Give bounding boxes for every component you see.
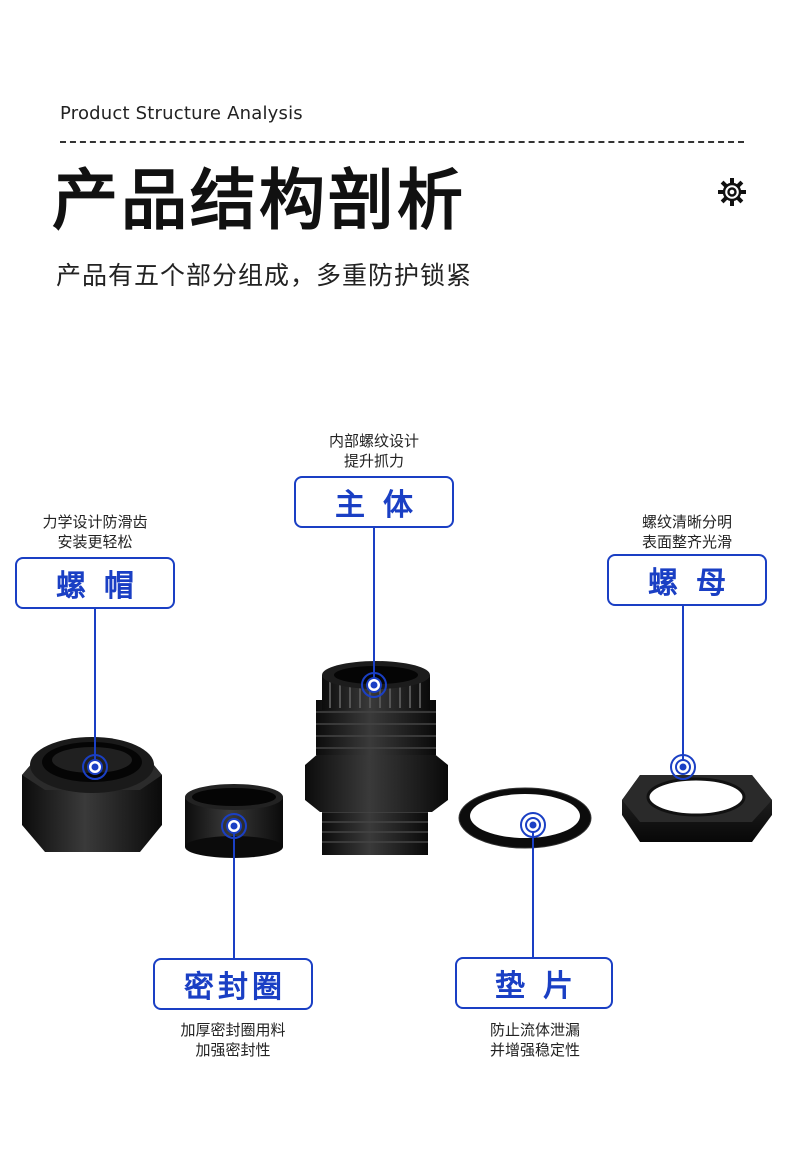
subtitle-en: Product Structure Analysis <box>60 103 303 124</box>
cap-connector <box>94 607 96 767</box>
gasket-description: 防止流体泄漏并增强稳定性 <box>489 1021 580 1059</box>
seal-marker-icon <box>221 813 247 839</box>
cap-label: 螺帽 <box>15 557 175 609</box>
body-marker-icon <box>361 672 387 698</box>
body-connector <box>373 527 375 685</box>
divider <box>60 141 744 143</box>
nut-description: 螺纹清晰分明表面整齐光滑 <box>641 513 732 551</box>
page-title: 产品结构剖析 <box>52 162 466 239</box>
body-description: 内部螺纹设计提升抓力 <box>328 432 419 470</box>
cap-marker-icon <box>82 754 108 780</box>
seal-label: 密封圈 <box>153 958 313 1010</box>
gasket-label: 垫片 <box>455 957 613 1009</box>
nut-connector <box>682 604 684 766</box>
seal-description: 加厚密封圈用料加强密封性 <box>180 1021 286 1059</box>
gear-icon <box>718 178 746 206</box>
nut-label: 螺母 <box>607 554 767 606</box>
seal-connector <box>233 826 235 960</box>
nut-part <box>622 775 772 842</box>
cap-description: 力学设计防滑齿安装更轻松 <box>42 513 148 551</box>
page-subtitle: 产品有五个部分组成，多重防护锁紧 <box>56 261 473 290</box>
nut-marker-icon <box>670 754 696 780</box>
body-part <box>305 661 448 855</box>
gasket-connector <box>532 825 534 959</box>
body-label: 主体 <box>294 476 454 528</box>
gasket-marker-icon <box>520 812 546 838</box>
